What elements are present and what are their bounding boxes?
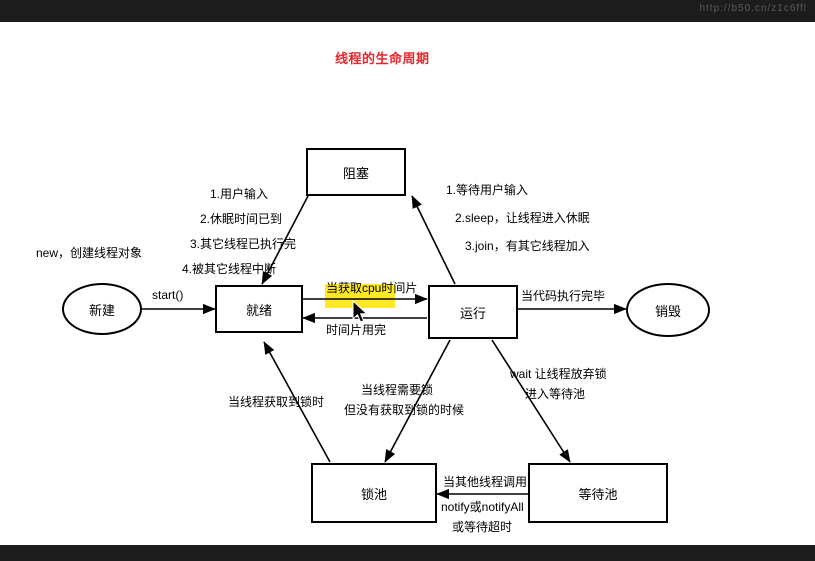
- watermark: http://b50.cn/z1c6ffl: [699, 3, 807, 14]
- label-new-create: new，创建线程对象: [36, 246, 143, 260]
- node-ready-label: 就绪: [245, 302, 272, 318]
- label-notify-2: notify或notifyAll: [441, 500, 524, 514]
- node-waitpool[interactable]: 等待池: [528, 463, 668, 523]
- label-get-cpu: 当获取cpu时间片: [326, 281, 418, 295]
- label-notify-3: 或等待超时: [452, 520, 513, 534]
- label-need-lock-2: 但没有获取到锁的时候: [344, 403, 465, 417]
- label-to-blocked-1: 1.等待用户输入: [446, 183, 529, 197]
- label-to-ready-3: 3.其它线程已执行完: [190, 237, 297, 251]
- node-waitpool-label: 等待池: [578, 486, 618, 502]
- node-blocked-label: 阻塞: [342, 165, 369, 181]
- label-notify-1: 当其他线程调用: [443, 475, 528, 489]
- node-new[interactable]: 新建: [62, 283, 142, 335]
- label-to-ready-4: 4.被其它线程中断: [182, 262, 277, 276]
- top-strip: [0, 0, 815, 22]
- label-slice-used: 时间片用完: [326, 323, 387, 337]
- node-ready[interactable]: 就绪: [215, 285, 303, 333]
- bottom-strip: [0, 545, 815, 561]
- label-to-ready-1: 1.用户输入: [210, 187, 269, 201]
- node-blocked[interactable]: 阻塞: [306, 148, 406, 196]
- mouse-cursor: [352, 300, 368, 323]
- node-new-label: 新建: [88, 302, 115, 318]
- highlight-marker: [325, 284, 395, 308]
- label-got-lock: 当线程获取到锁时: [228, 395, 325, 409]
- node-dead-label: 销毁: [654, 303, 681, 319]
- node-dead[interactable]: 销毁: [626, 283, 710, 337]
- node-running[interactable]: 运行: [428, 285, 518, 339]
- node-lockpool[interactable]: 锁池: [311, 463, 437, 523]
- label-to-blocked-3: 3.join，有其它线程加入: [465, 239, 590, 253]
- label-enter-waitpool: 进入等待池: [525, 387, 586, 401]
- label-start: start(): [152, 288, 184, 302]
- node-running-label: 运行: [459, 305, 486, 321]
- label-to-ready-2: 2.休眠时间已到: [200, 212, 283, 226]
- label-wait-release: wait 让线程放弃锁: [510, 367, 607, 381]
- label-code-done: 当代码执行完毕: [521, 289, 606, 303]
- label-to-blocked-2: 2.sleep，让线程进入休眠: [455, 211, 590, 225]
- node-lockpool-label: 锁池: [360, 486, 387, 502]
- label-need-lock-1: 当线程需要锁: [361, 383, 434, 397]
- page-title: 线程的生命周期: [335, 51, 430, 66]
